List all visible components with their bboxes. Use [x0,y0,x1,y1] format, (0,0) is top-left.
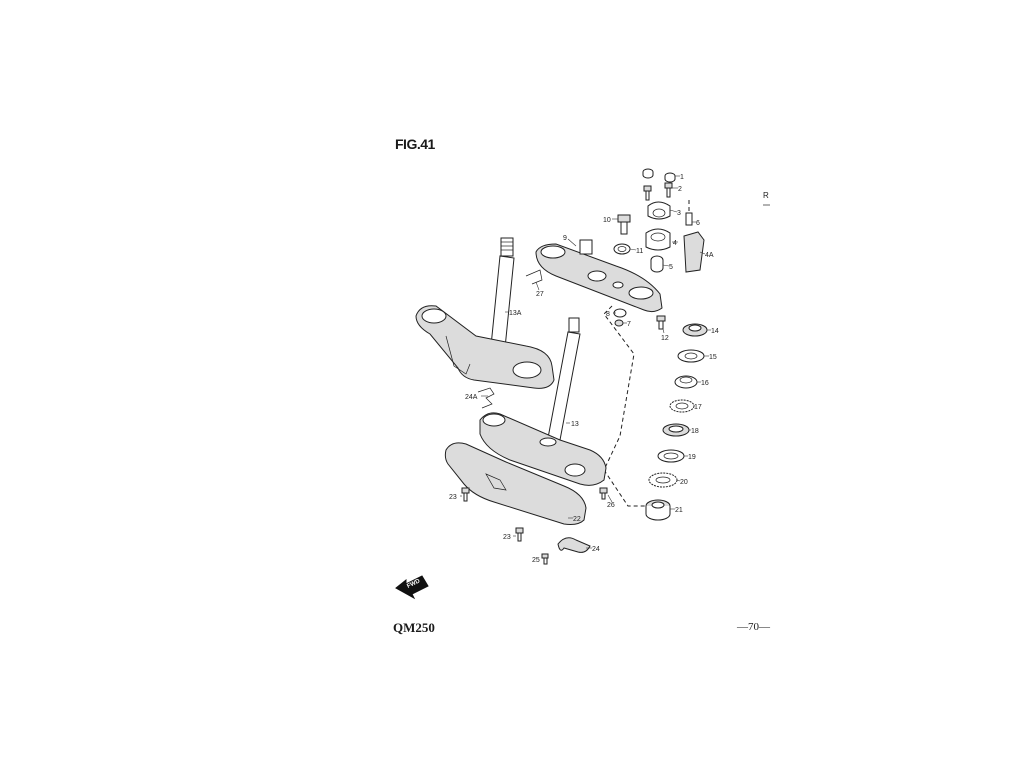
callout-24a: 24A [465,394,478,401]
callout-25: 25 [532,557,540,564]
fwd-arrow-icon: FWD [395,575,429,600]
part-21-dust-seal [645,499,671,521]
callout-23-lower: 23 [503,534,511,541]
callout-11: 11 [636,248,643,255]
part-11-washer [613,243,631,255]
callout-19: 19 [688,454,696,461]
part-24-bracket [557,537,591,553]
part-22-lower-cover [444,442,587,525]
part-19-race [657,449,685,463]
callout-4: 4 [673,240,677,247]
part-1-cap-2 [642,168,654,179]
callout-2: 2 [678,186,682,193]
part-14-nut [682,323,708,337]
callout-3: 3 [677,210,681,217]
page-number: —70— [737,621,770,633]
callout-12: 12 [661,335,669,342]
part-4a-bracket [683,231,705,273]
callout-13a: 13A [509,310,522,317]
part-23-bolt-upper [461,487,470,502]
callout-4a: 4A [705,252,714,259]
callout-24: 24 [592,546,600,553]
part-27-clip [525,269,543,285]
callout-22: 22 [573,516,581,523]
part-7-nut [614,319,624,327]
part-6-stud [685,200,693,226]
part-13a-stem-lower-clamp [415,237,555,389]
callout-8: 8 [606,311,610,318]
callout-21: 21 [675,507,683,514]
part-2-bolt-2 [643,185,652,201]
callout-7: 7 [627,321,631,328]
part-2-bolt [664,182,673,198]
callout-13: 13 [571,421,579,428]
callout-10: 10 [603,217,611,224]
callout-17: 17 [694,404,702,411]
figure-title: FIG.41 [395,136,435,152]
part-24a-clip [477,387,495,409]
callout-18: 18 [691,428,699,435]
assembly-dashed-line [603,305,652,507]
callout-5: 5 [669,264,673,271]
fwd-label: FWD [406,578,422,590]
part-9-upper-triple-clamp [535,239,663,313]
part-23-bolt-lower [515,527,524,542]
model-name: QM250 [393,620,435,635]
callout-23-upper: 23 [449,494,457,501]
part-3-handlebar-clamp-upper [647,201,671,220]
part-15-washer [677,349,705,363]
part-26-bolt [599,487,608,500]
part-10-bolt [617,214,631,235]
part-18-race [662,423,690,437]
callout-14: 14 [711,328,719,335]
part-12-bolt [656,315,666,330]
part-17-bearing [669,399,695,413]
callout-16: 16 [701,380,709,387]
part-25-bolt [541,553,549,565]
part-16-dust-seal [674,375,698,389]
part-4-handlebar-clamp-lower [645,228,671,251]
part-1-cap [664,172,676,183]
part-13-steering-stem [479,317,607,486]
callout-20: 20 [680,479,688,486]
leader-lines [460,175,711,549]
callout-6: 6 [696,220,700,227]
part-5-bushing [650,255,664,273]
callout-9: 9 [563,235,567,242]
edge-glyph: R [763,191,769,200]
callout-26: 26 [607,502,615,509]
callout-15: 15 [709,354,717,361]
callout-1: 1 [680,174,684,181]
callout-27: 27 [536,291,544,298]
part-20-bearing [648,472,678,488]
